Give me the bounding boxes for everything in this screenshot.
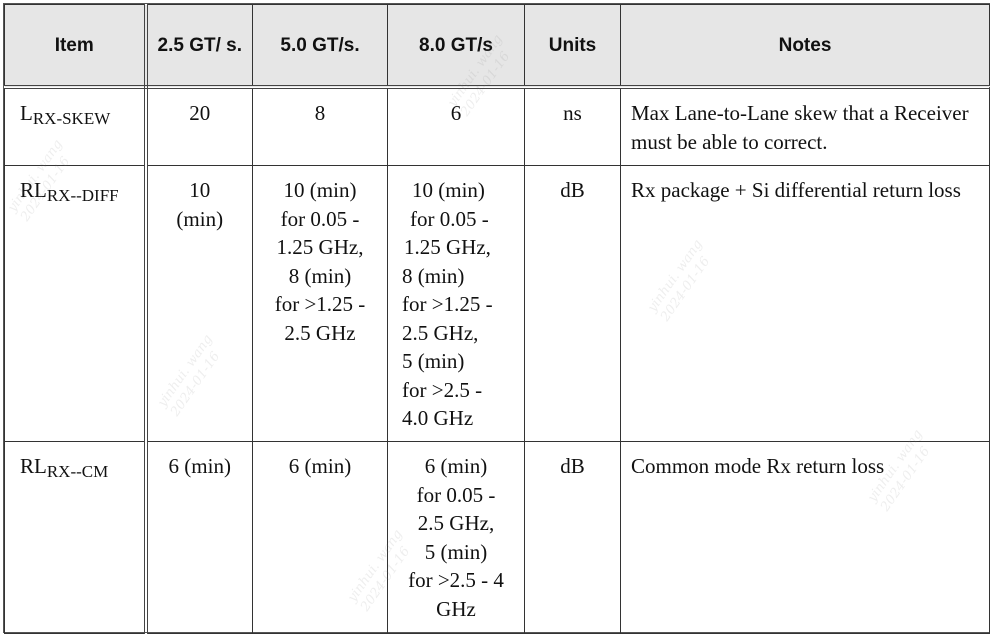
header-units: Units bbox=[524, 4, 621, 89]
units-cell: ns bbox=[524, 86, 621, 166]
table-row: RLRX--CM 6 (min) 6 (min) 6 (min)for 0.05… bbox=[4, 441, 990, 634]
value-2-5gt: 20 bbox=[145, 86, 253, 166]
notes-cell: Rx package + Si differential return loss bbox=[620, 165, 990, 442]
header-item: Item bbox=[4, 4, 148, 89]
units-cell: dB bbox=[524, 441, 621, 634]
table-row: RLRX--DIFF 10(min) 10 (min)for 0.05 -1.2… bbox=[4, 165, 990, 442]
table-row: LRX-SKEW 20 8 6 ns Max Lane-to-Lane skew… bbox=[4, 86, 990, 166]
notes-cell: Common mode Rx return loss bbox=[620, 441, 990, 634]
receiver-spec-table: Item 2.5 GT/ s. 5.0 GT/s. 8.0 GT/s Units… bbox=[4, 4, 990, 634]
value-5-0gt: 10 (min)for 0.05 -1.25 GHz, 8 (min)for >… bbox=[252, 165, 388, 442]
value-8-0gt: 6 bbox=[387, 86, 525, 166]
value-5-0gt: 6 (min) bbox=[252, 441, 388, 634]
units-cell: dB bbox=[524, 165, 621, 442]
header-5-0gt: 5.0 GT/s. bbox=[252, 4, 388, 89]
value-2-5gt: 6 (min) bbox=[145, 441, 253, 634]
table-header-row: Item 2.5 GT/ s. 5.0 GT/s. 8.0 GT/s Units… bbox=[4, 4, 990, 89]
item-cell: LRX-SKEW bbox=[4, 86, 148, 166]
item-cell: RLRX--DIFF bbox=[4, 165, 148, 442]
value-8-0gt: 10 (min)for 0.05 -1.25 GHz, 8 (min)for >… bbox=[387, 165, 525, 442]
notes-cell: Max Lane-to-Lane skew that a Receiver mu… bbox=[620, 86, 990, 166]
item-cell: RLRX--CM bbox=[4, 441, 148, 634]
header-2-5gt: 2.5 GT/ s. bbox=[145, 4, 253, 89]
header-8-0gt: 8.0 GT/s bbox=[387, 4, 525, 89]
value-2-5gt: 10(min) bbox=[145, 165, 253, 442]
value-8-0gt: 6 (min)for 0.05 -2.5 GHz, 5 (min)for >2.… bbox=[387, 441, 525, 634]
header-notes: Notes bbox=[620, 4, 990, 89]
value-5-0gt: 8 bbox=[252, 86, 388, 166]
